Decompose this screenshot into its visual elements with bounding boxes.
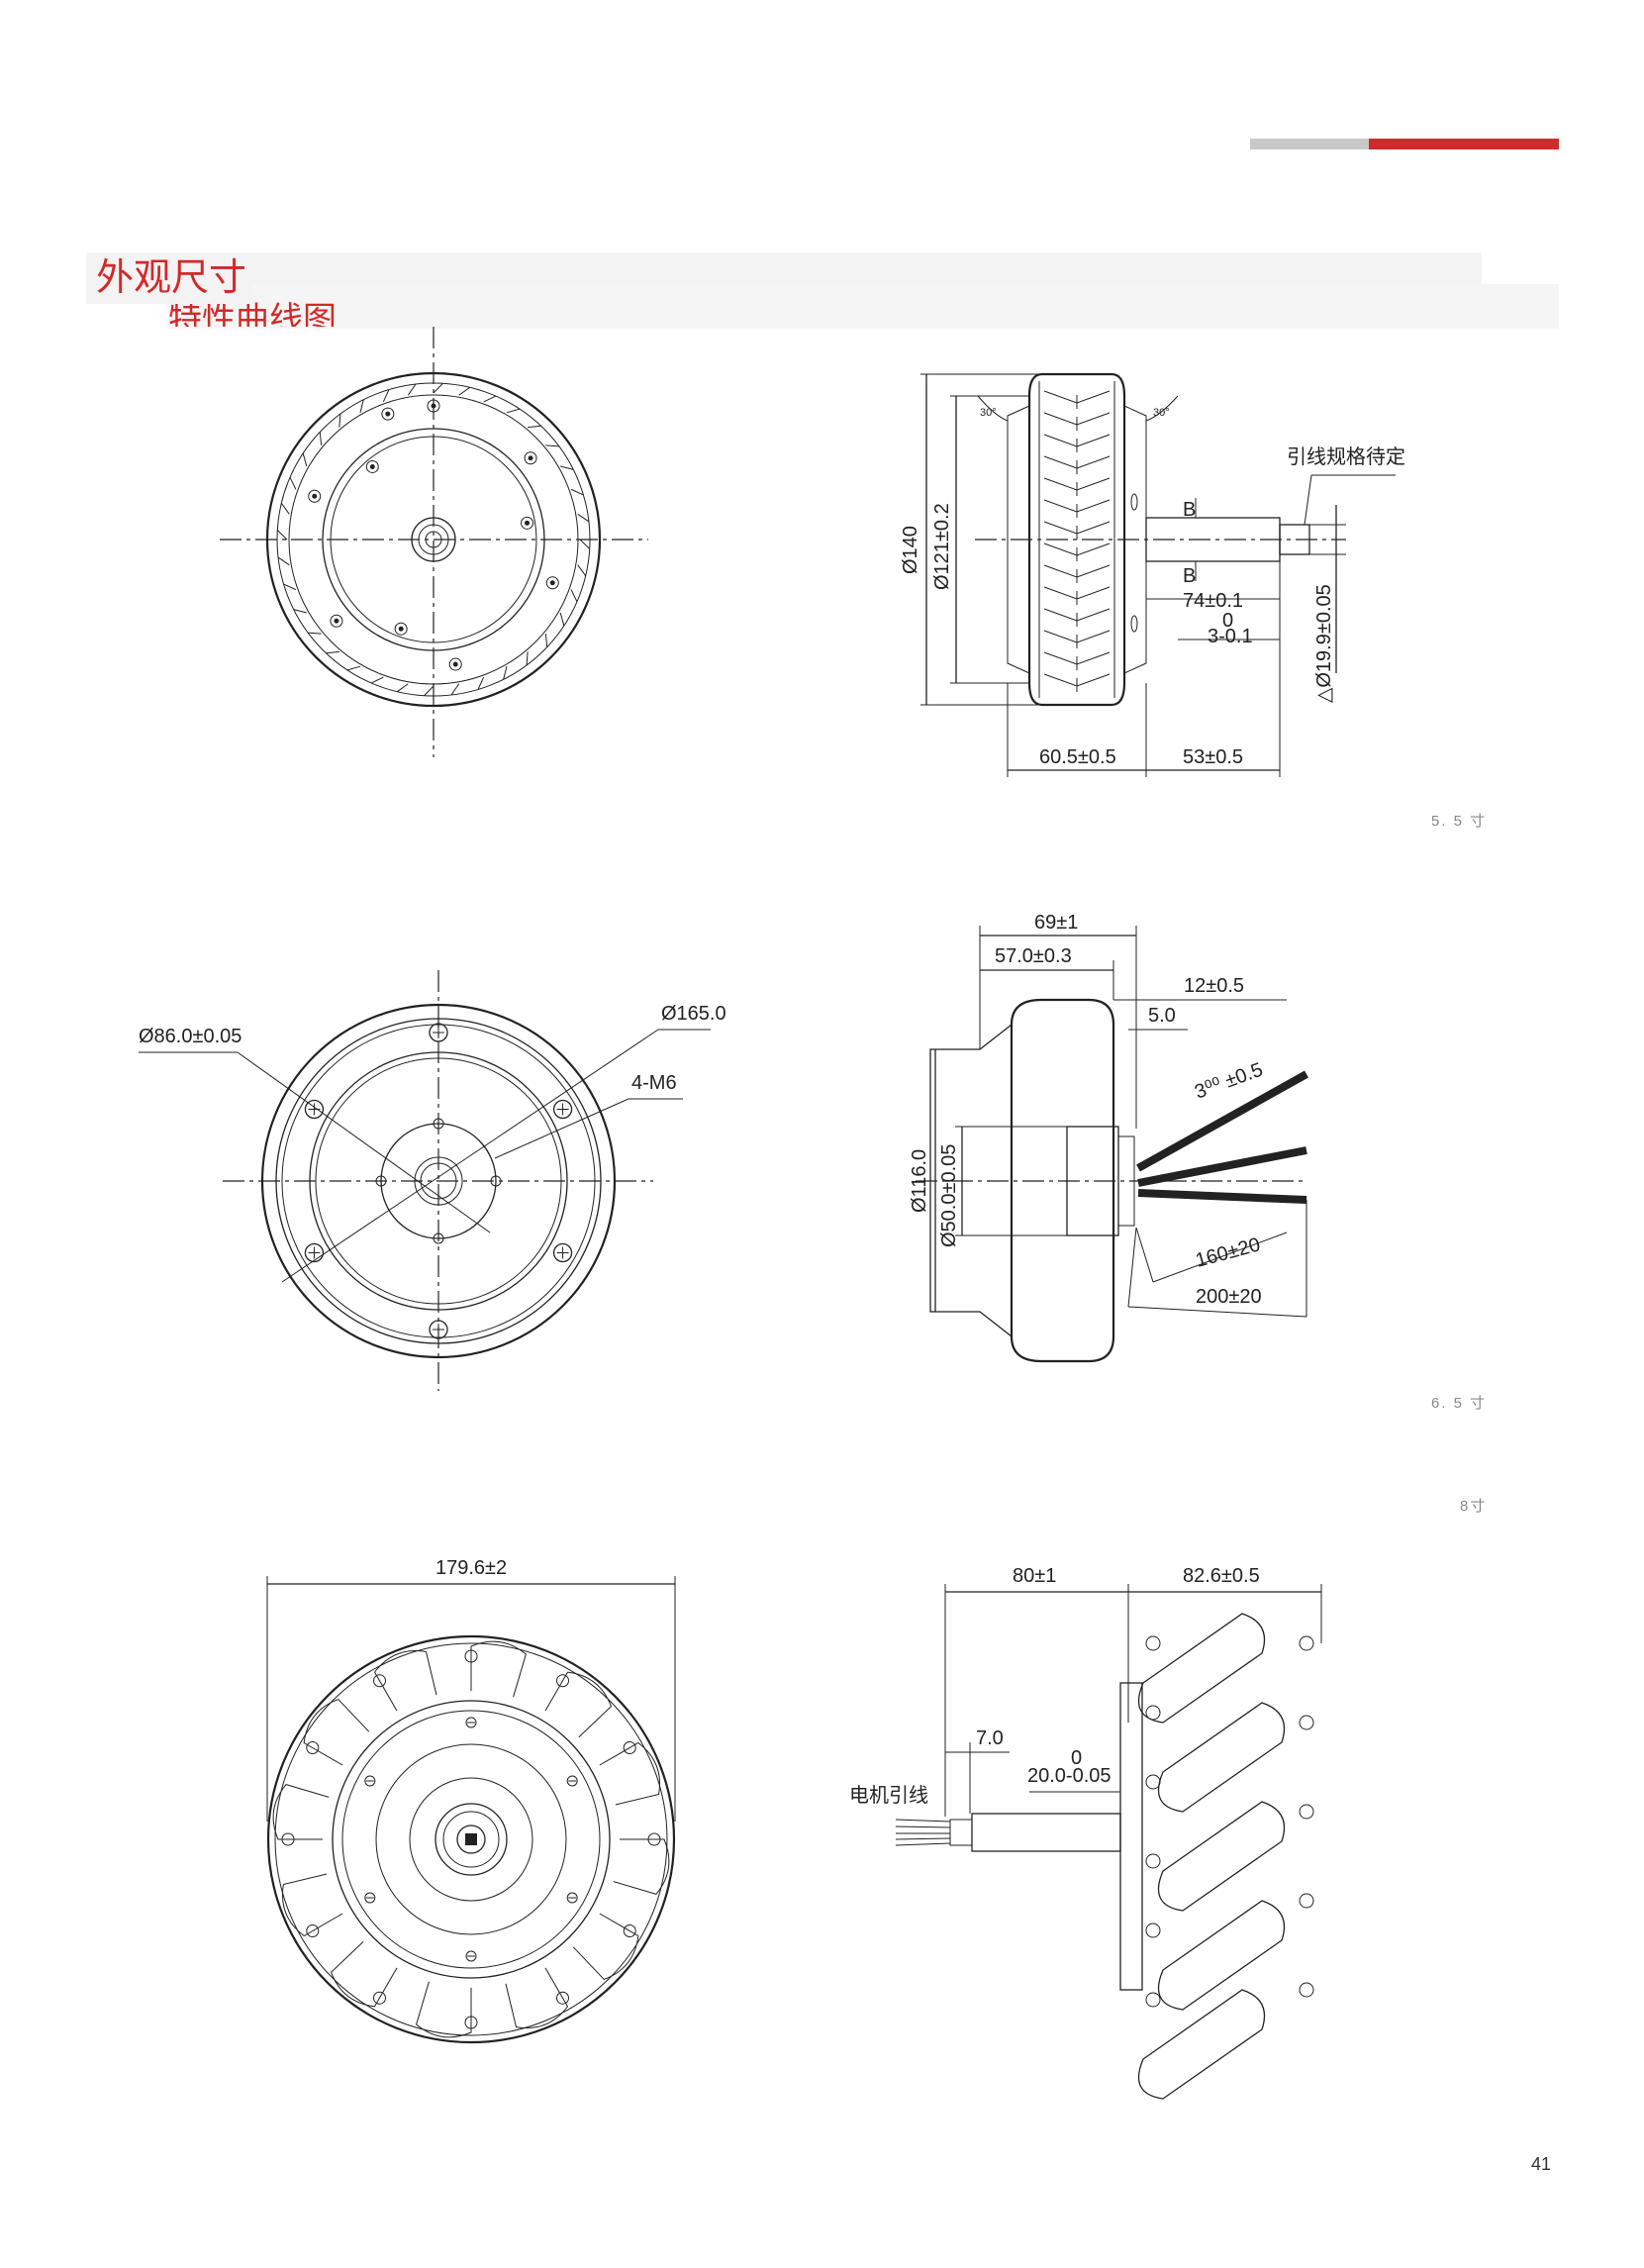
angle-left: 30° — [980, 407, 997, 419]
lead-label-8: 电机引线 — [849, 1784, 928, 1807]
page-title: 外观尺寸 — [90, 252, 253, 304]
lead-160: 160±20 — [1194, 1233, 1263, 1271]
shaft-dia: △Ø19.9±0.05 — [1313, 584, 1335, 703]
drawing-65-side: 69±1 57.0±0.3 12±0.5 5.0 3⁰⁰ ±0.5 Ø116.0… — [909, 912, 1308, 1363]
size-note-65: 6. 5 寸 — [1431, 1395, 1488, 1412]
dia-121: Ø121±0.2 — [931, 503, 953, 590]
flange-65: 12±0.5 — [1184, 975, 1244, 997]
section-b-bottom: B — [1183, 565, 1196, 587]
pcd-65: Ø86.0±0.05 — [139, 1026, 242, 1047]
drawing-8-front: 179.6±2 — [266, 1557, 676, 2044]
header-gray-bar — [1250, 139, 1369, 149]
dia-50: Ø50.0±0.05 — [938, 1144, 960, 1247]
width-left-55: 60.5±0.5 — [1039, 746, 1116, 768]
lead-200: 200±20 — [1196, 1286, 1262, 1308]
size-note-8: 8寸 — [1460, 1498, 1488, 1515]
width-right-55: 53±0.5 — [1183, 746, 1243, 768]
page-number: 41 — [1530, 2154, 1551, 2174]
holes-65: 4-M6 — [631, 1072, 677, 1094]
title-band-secondary — [168, 284, 1559, 329]
shaft-len-55: 74±0.1 — [1183, 590, 1243, 612]
header-red-bar — [1369, 139, 1559, 149]
hub-w-65: 57.0±0.3 — [995, 945, 1072, 967]
outer-65: Ø165.0 — [661, 1003, 726, 1025]
total-w-65: 69±1 — [1034, 912, 1078, 934]
angle-right: 30° — [1153, 407, 1170, 419]
size-note-55: 5. 5 寸 — [1431, 813, 1488, 830]
drawing-65-front: Ø86.0±0.05 Ø165.0 4-M6 — [139, 970, 726, 1391]
tol-bottom-55: 3-0.1 — [1208, 626, 1253, 647]
drawing-55-side: B B 引线规格待定 Ø140 Ø121±0.2 30° 30° △Ø19.9±… — [900, 372, 1405, 777]
step-8: 7.0 — [976, 1727, 1004, 1749]
drawing-55-front — [220, 327, 648, 757]
dia-116: Ø116.0 — [909, 1149, 930, 1213]
ghost-subtitle: 特性曲线图 — [168, 301, 337, 327]
cable-angle-65: 3⁰⁰ ±0.5 — [1192, 1059, 1266, 1104]
overall-8: 179.6±2 — [435, 1557, 507, 1579]
wheel-w-8: 82.6±0.5 — [1183, 1565, 1260, 1587]
tol-dim-8: 20.0-0.05 — [1027, 1765, 1112, 1787]
tol-top-8: 0 — [1071, 1747, 1082, 1769]
section-b-top: B — [1183, 499, 1196, 521]
tol-top-55: 0 — [1222, 610, 1233, 632]
dia-140: Ø140 — [900, 526, 921, 574]
lip-65: 5.0 — [1148, 1005, 1176, 1027]
lead-label-55: 引线规格待定 — [1287, 445, 1405, 468]
drawing-8-side: 80±1 82.6±0.5 7.0 0 20.0-0.05 电机引线 — [849, 1565, 1322, 2100]
shaft-len-8: 80±1 — [1013, 1565, 1056, 1587]
